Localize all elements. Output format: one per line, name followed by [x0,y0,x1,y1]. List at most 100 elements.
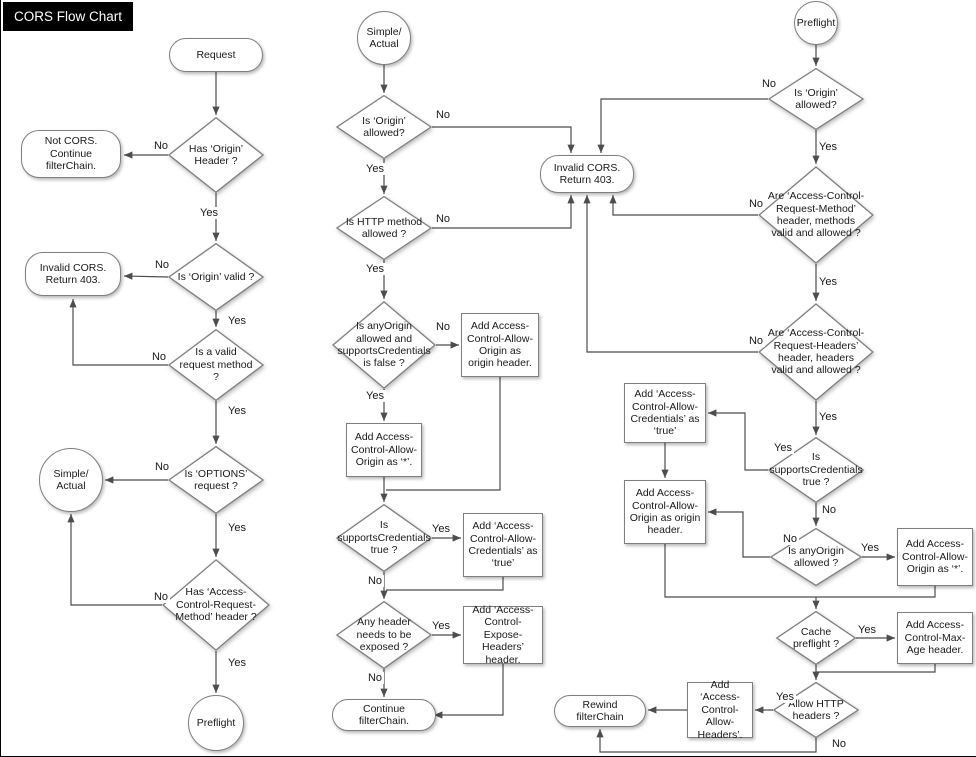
node-acrh-valid-allowed-label: Are ‘Access-Control-Request-Headers’ hea… [767,327,865,377]
node-allow-http-headers-label: Allow HTTP headers ? [788,697,844,722]
node-preflight-left-label: Preflight [196,716,236,729]
node-is-origin-valid-label: Is ‘Origin’ valid ? [177,270,255,283]
edge-label-no: No [829,738,849,750]
edge-racrh-no-invalid [583,195,758,353]
node-not-cors: Not CORS. Continue filterChain. [21,130,121,178]
node-cache-preflight: Cache preflight ? [776,611,856,665]
node-simple-actual-mid-label: Simple/ Actual [366,25,402,50]
diamond-shape [336,601,432,669]
diamond-shape [168,446,264,514]
node-right-add-allow-credentials: Add ‘Access-Control-Allow-Credentials’ a… [624,383,706,443]
node-add-max-age-label: Add Access-Control-Max-Age header. [904,619,966,657]
node-right-add-origin-star-label: Add Access-Control-Allow-Origin as ‘*’. [902,538,968,576]
node-right-add-allow-credentials-label: Add ‘Access-Control-Allow-Credentials’ a… [630,388,700,438]
edge-label-yes: Yes [856,624,878,636]
diamond-shape [168,329,264,401]
node-has-origin-header-label: Has ‘Origin’ Header ? [188,142,244,167]
diamond-shape [168,117,264,193]
edge-acrm-no-simpleactual [67,514,162,606]
node-mid-is-supports-credentials: Is supportsCredentials true ? [336,504,432,572]
edge-label-no: No [746,335,766,347]
edge-label-yes: Yes [817,276,839,288]
edge-originvalid-no-invalid [123,272,169,280]
node-right-is-origin-allowed: Is ‘Origin’ allowed? [768,68,864,130]
node-simple-actual-mid: Simple/ Actual [357,11,411,65]
edge-label-no: No [151,140,171,152]
edge-label-yes: Yes [198,207,220,219]
node-is-valid-request-method: Is a valid request method ? [168,329,264,401]
node-mid-add-origin-header-label: Add Access-Control-Allow-Origin as origi… [467,320,533,370]
edge-label-no: No [759,78,779,90]
node-is-options-request-label: Is ‘OPTIONS’ request ? [184,467,248,492]
edge-label-no: No [433,321,453,333]
edge-label-yes: Yes [430,620,452,632]
edge-label-yes: Yes [859,542,881,554]
node-mid-is-origin-allowed: Is ‘Origin’ allowed? [336,95,432,159]
edge-label-yes: Yes [226,522,248,534]
edge-label-yes: Yes [364,163,386,175]
node-right-is-supports-credentials-label: Is supportsCredentials true ? [769,451,863,489]
node-is-valid-request-method-label: Is a valid request method ? [179,346,253,384]
node-invalid-cors-left: Invalid CORS. Return 403. [25,252,121,296]
node-add-allow-headers-label: Add ‘Access-Control-Allow-Headers’. [697,679,743,741]
node-continue-filterchain: Continue filterChain. [332,699,436,731]
edge-raddoriginhdr-return [664,544,816,598]
edge-morigin-no-invalid [432,126,575,153]
edge-label-no: No [152,461,172,473]
diamond-shape [758,166,874,264]
node-mid-is-supports-credentials-label: Is supportsCredentials true ? [337,519,431,557]
node-preflight-right-label: Preflight [796,16,836,29]
edge-rorigin-no-invalid [597,98,768,153]
edge-label-yes: Yes [772,442,794,454]
diamond-shape [336,95,432,159]
node-has-acrm-header: Has ‘Access-Control-Request-Method’ head… [162,559,270,651]
edge-label-yes: Yes [364,390,386,402]
edge-label-no: No [365,575,385,587]
edge-raddstar-return [816,586,936,598]
node-anyorigin-no-credentials-label: Is anyOrigin allowed and supportsCredent… [337,320,431,370]
node-is-http-method-allowed: Is HTTP method allowed ? [336,196,432,260]
node-not-cors-label: Not CORS. Continue filterChain. [44,135,98,173]
diamond-shape [768,68,864,130]
node-any-header-exposed: Any header needs to be exposed ? [336,601,432,669]
edge-label-yes: Yes [430,523,452,535]
edge-maddoriginhdr-return [386,377,501,491]
diamond-shape [336,196,432,260]
diamond-shape [332,301,436,389]
node-is-options-request: Is ‘OPTIONS’ request ? [168,446,264,514]
node-cache-preflight-label: Cache preflight ? [792,625,840,650]
node-right-add-origin-header: Add Access-Control-Allow-Origin as origi… [624,480,706,544]
edge-label-no: No [819,504,839,516]
node-invalid-cors-left-label: Invalid CORS. Return 403. [39,261,107,286]
edge-rallowhdr-no-rewind [596,729,817,753]
node-add-expose-headers: Add ‘Access-Control-Expose-Headers’ head… [463,604,543,666]
node-simple-actual-left: Simple/ Actual [39,448,103,512]
node-right-add-origin-header-label: Add Access-Control-Allow-Origin as origi… [629,487,701,537]
node-acrm-valid-allowed: Are ‘Access-Control-Request-Method’ head… [758,166,874,264]
node-preflight-left: Preflight [188,695,244,751]
node-right-is-origin-allowed-label: Is ‘Origin’ allowed? [794,86,838,111]
node-continue-filterchain-label: Continue filterChain. [358,702,410,727]
node-has-origin-header: Has ‘Origin’ Header ? [168,117,264,193]
diamond-shape [776,611,856,665]
edge-label-yes: Yes [364,263,386,275]
node-acrh-valid-allowed: Are ‘Access-Control-Request-Headers’ hea… [758,303,874,401]
node-invalid-cors-mid: Invalid CORS. Return 403. [540,155,634,193]
edge-label-no: No [149,351,169,363]
node-add-allow-headers: Add ‘Access-Control-Allow-Headers’. [687,679,753,741]
node-is-http-method-allowed-label: Is HTTP method allowed ? [345,215,423,240]
edge-label-no: No [151,591,171,603]
edge-label-no: No [780,533,800,545]
diamond-shape [758,303,874,401]
node-mid-add-allow-credentials-label: Add ‘Access-Control-Allow-Credentials’ a… [468,520,538,570]
node-any-header-exposed-label: Any header needs to be exposed ? [356,616,412,654]
node-right-add-origin-star: Add Access-Control-Allow-Origin as ‘*’. [897,528,973,586]
edge-mmethod-no-invalid [432,195,575,229]
node-acrm-valid-allowed-label: Are ‘Access-Control-Request-Method’ head… [767,190,865,240]
node-rewind-filterchain: Rewind filterChain [554,695,646,727]
edge-label-no: No [365,672,385,684]
edge-label-yes: Yes [817,141,839,153]
edge-maddcred-return [386,577,504,591]
